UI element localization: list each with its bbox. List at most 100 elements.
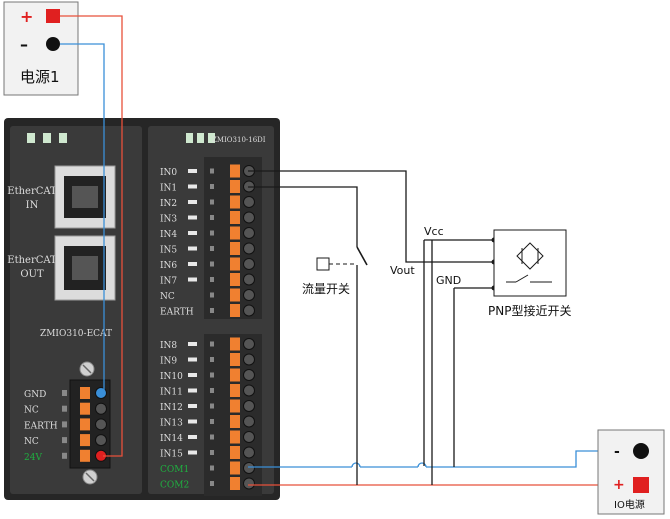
di-terminal-release[interactable] [230, 353, 240, 366]
di-terminal-label: COM2 [160, 481, 189, 491]
pnp-label: PNP型接近开关 [488, 303, 571, 318]
di-status-led [188, 200, 197, 204]
di-terminal-label: IN13 [160, 419, 183, 429]
flow-switch-label: 流量开关 [302, 282, 350, 296]
blue-wire-gnd [60, 43, 105, 394]
di-terminal-release[interactable] [230, 399, 240, 413]
di-terminal-hole[interactable] [243, 369, 255, 381]
di-terminal-release[interactable] [230, 461, 240, 475]
di-terminal-release[interactable] [230, 477, 240, 490]
di-terminal-label: IN7 [160, 277, 177, 287]
di-terminal-release[interactable] [230, 446, 240, 459]
di-terminal-hole[interactable] [243, 227, 255, 239]
ecat-terminal-label: GND [24, 390, 46, 400]
di-status-led [188, 404, 197, 408]
black-wire-in1 [248, 186, 358, 247]
flow-switch: 流量开关 [302, 257, 357, 296]
di-terminal-label: IN2 [160, 199, 177, 209]
di-terminal-hole[interactable] [243, 400, 255, 412]
di-terminal-release[interactable] [230, 195, 240, 209]
di-terminal-release[interactable] [230, 242, 240, 255]
di-terminal-release[interactable] [230, 337, 240, 351]
ecat-terminal-release[interactable] [80, 402, 90, 415]
di-terminal-hole[interactable] [243, 353, 255, 366]
pnp-switch: PNP型接近开关 Vcc Vout GND [390, 225, 571, 318]
di-terminal-label: IN8 [160, 341, 177, 351]
di-model-label: ZMIO310-16DI [212, 136, 266, 144]
ecat-terminal-label: EARTH [24, 421, 58, 431]
di-terminal-release[interactable] [230, 430, 240, 444]
di-status-led [188, 450, 197, 455]
di-status-led [188, 169, 197, 173]
vcc-label: Vcc [424, 225, 444, 238]
di-terminal-release[interactable] [230, 180, 240, 193]
io-negative-terminal [633, 443, 649, 459]
blue-wire-com1 [426, 450, 606, 468]
di-terminal-hole[interactable] [243, 196, 255, 208]
di-status-led [188, 357, 197, 362]
ps1-plus-sign: + [20, 7, 33, 26]
di-terminal-label: EARTH [160, 308, 194, 318]
ecat-led [43, 133, 51, 143]
di-status-led [188, 184, 197, 189]
di-terminal-label: IN9 [160, 357, 177, 367]
di-terminal-hole[interactable] [243, 477, 255, 490]
ecat-terminal-hole[interactable] [95, 387, 107, 399]
di-terminal-hole[interactable] [243, 242, 255, 255]
di-terminal-hole[interactable] [243, 462, 255, 474]
ecat-terminal-release[interactable] [80, 387, 90, 399]
di-terminal-hole[interactable] [243, 304, 255, 317]
di-module: ZMIO310-16DI IN0IN1IN2IN3IN4IN5IN6IN7NCE… [148, 126, 274, 496]
ecat-terminal-hole[interactable] [95, 418, 107, 431]
di-terminal-release[interactable] [230, 288, 240, 302]
ps1-negative-terminal [46, 37, 60, 51]
di-terminal-release[interactable] [230, 368, 240, 382]
di-terminal-hole[interactable] [243, 289, 255, 301]
di-status-led [188, 373, 197, 377]
di-terminal-label: IN11 [160, 388, 183, 398]
io-minus-sign: - [614, 444, 620, 460]
black-wire-in0 [248, 170, 424, 263]
di-terminal-label: IN10 [160, 372, 183, 382]
di-status-led [188, 262, 197, 266]
di-terminal-label: NC [160, 292, 175, 302]
di-terminal-hole[interactable] [243, 258, 255, 270]
di-terminal-label: IN15 [160, 450, 183, 460]
ps1-minus-sign: – [20, 35, 28, 54]
di-terminal-hole[interactable] [243, 415, 255, 428]
io-power-label: IO电源 [614, 498, 645, 511]
di-terminal-release[interactable] [230, 273, 240, 286]
di-status-led [188, 435, 197, 439]
ecat-terminal-label: 24V [24, 453, 42, 463]
di-terminal-label: IN14 [160, 434, 183, 444]
di-status-led [188, 215, 197, 220]
ecat-terminal-release[interactable] [80, 449, 90, 462]
di-terminal-release[interactable] [230, 384, 240, 397]
io-power: - + IO电源 [597, 429, 665, 515]
io-plus-sign: + [613, 477, 625, 493]
di-terminal-label: IN1 [160, 184, 177, 194]
di-status-led [188, 388, 197, 393]
di-terminal-hole[interactable] [243, 431, 255, 443]
di-status-led [188, 277, 197, 282]
di-terminal-label: IN0 [160, 168, 177, 178]
ecat-terminal-release[interactable] [80, 434, 90, 447]
di-terminal-release[interactable] [230, 226, 240, 240]
ps1-label: 电源1 [20, 68, 60, 86]
di-terminal-release[interactable] [230, 211, 240, 224]
di-terminal-release[interactable] [230, 257, 240, 271]
di-terminal-release[interactable] [230, 415, 240, 428]
di-terminal-hole[interactable] [243, 446, 255, 459]
io-positive-terminal [633, 477, 649, 493]
di-terminal-release[interactable] [230, 164, 240, 178]
di-terminal-hole[interactable] [243, 211, 255, 224]
di-terminal-hole[interactable] [243, 273, 255, 286]
ecat-terminal-release[interactable] [80, 418, 90, 431]
ethercat-in-label-2: IN [26, 200, 39, 211]
ecat-terminal-hole[interactable] [95, 402, 107, 415]
di-terminal-hole[interactable] [243, 384, 255, 397]
di-terminal-release[interactable] [230, 304, 240, 317]
ecat-terminal-hole[interactable] [95, 434, 107, 447]
di-terminal-hole[interactable] [243, 338, 255, 350]
